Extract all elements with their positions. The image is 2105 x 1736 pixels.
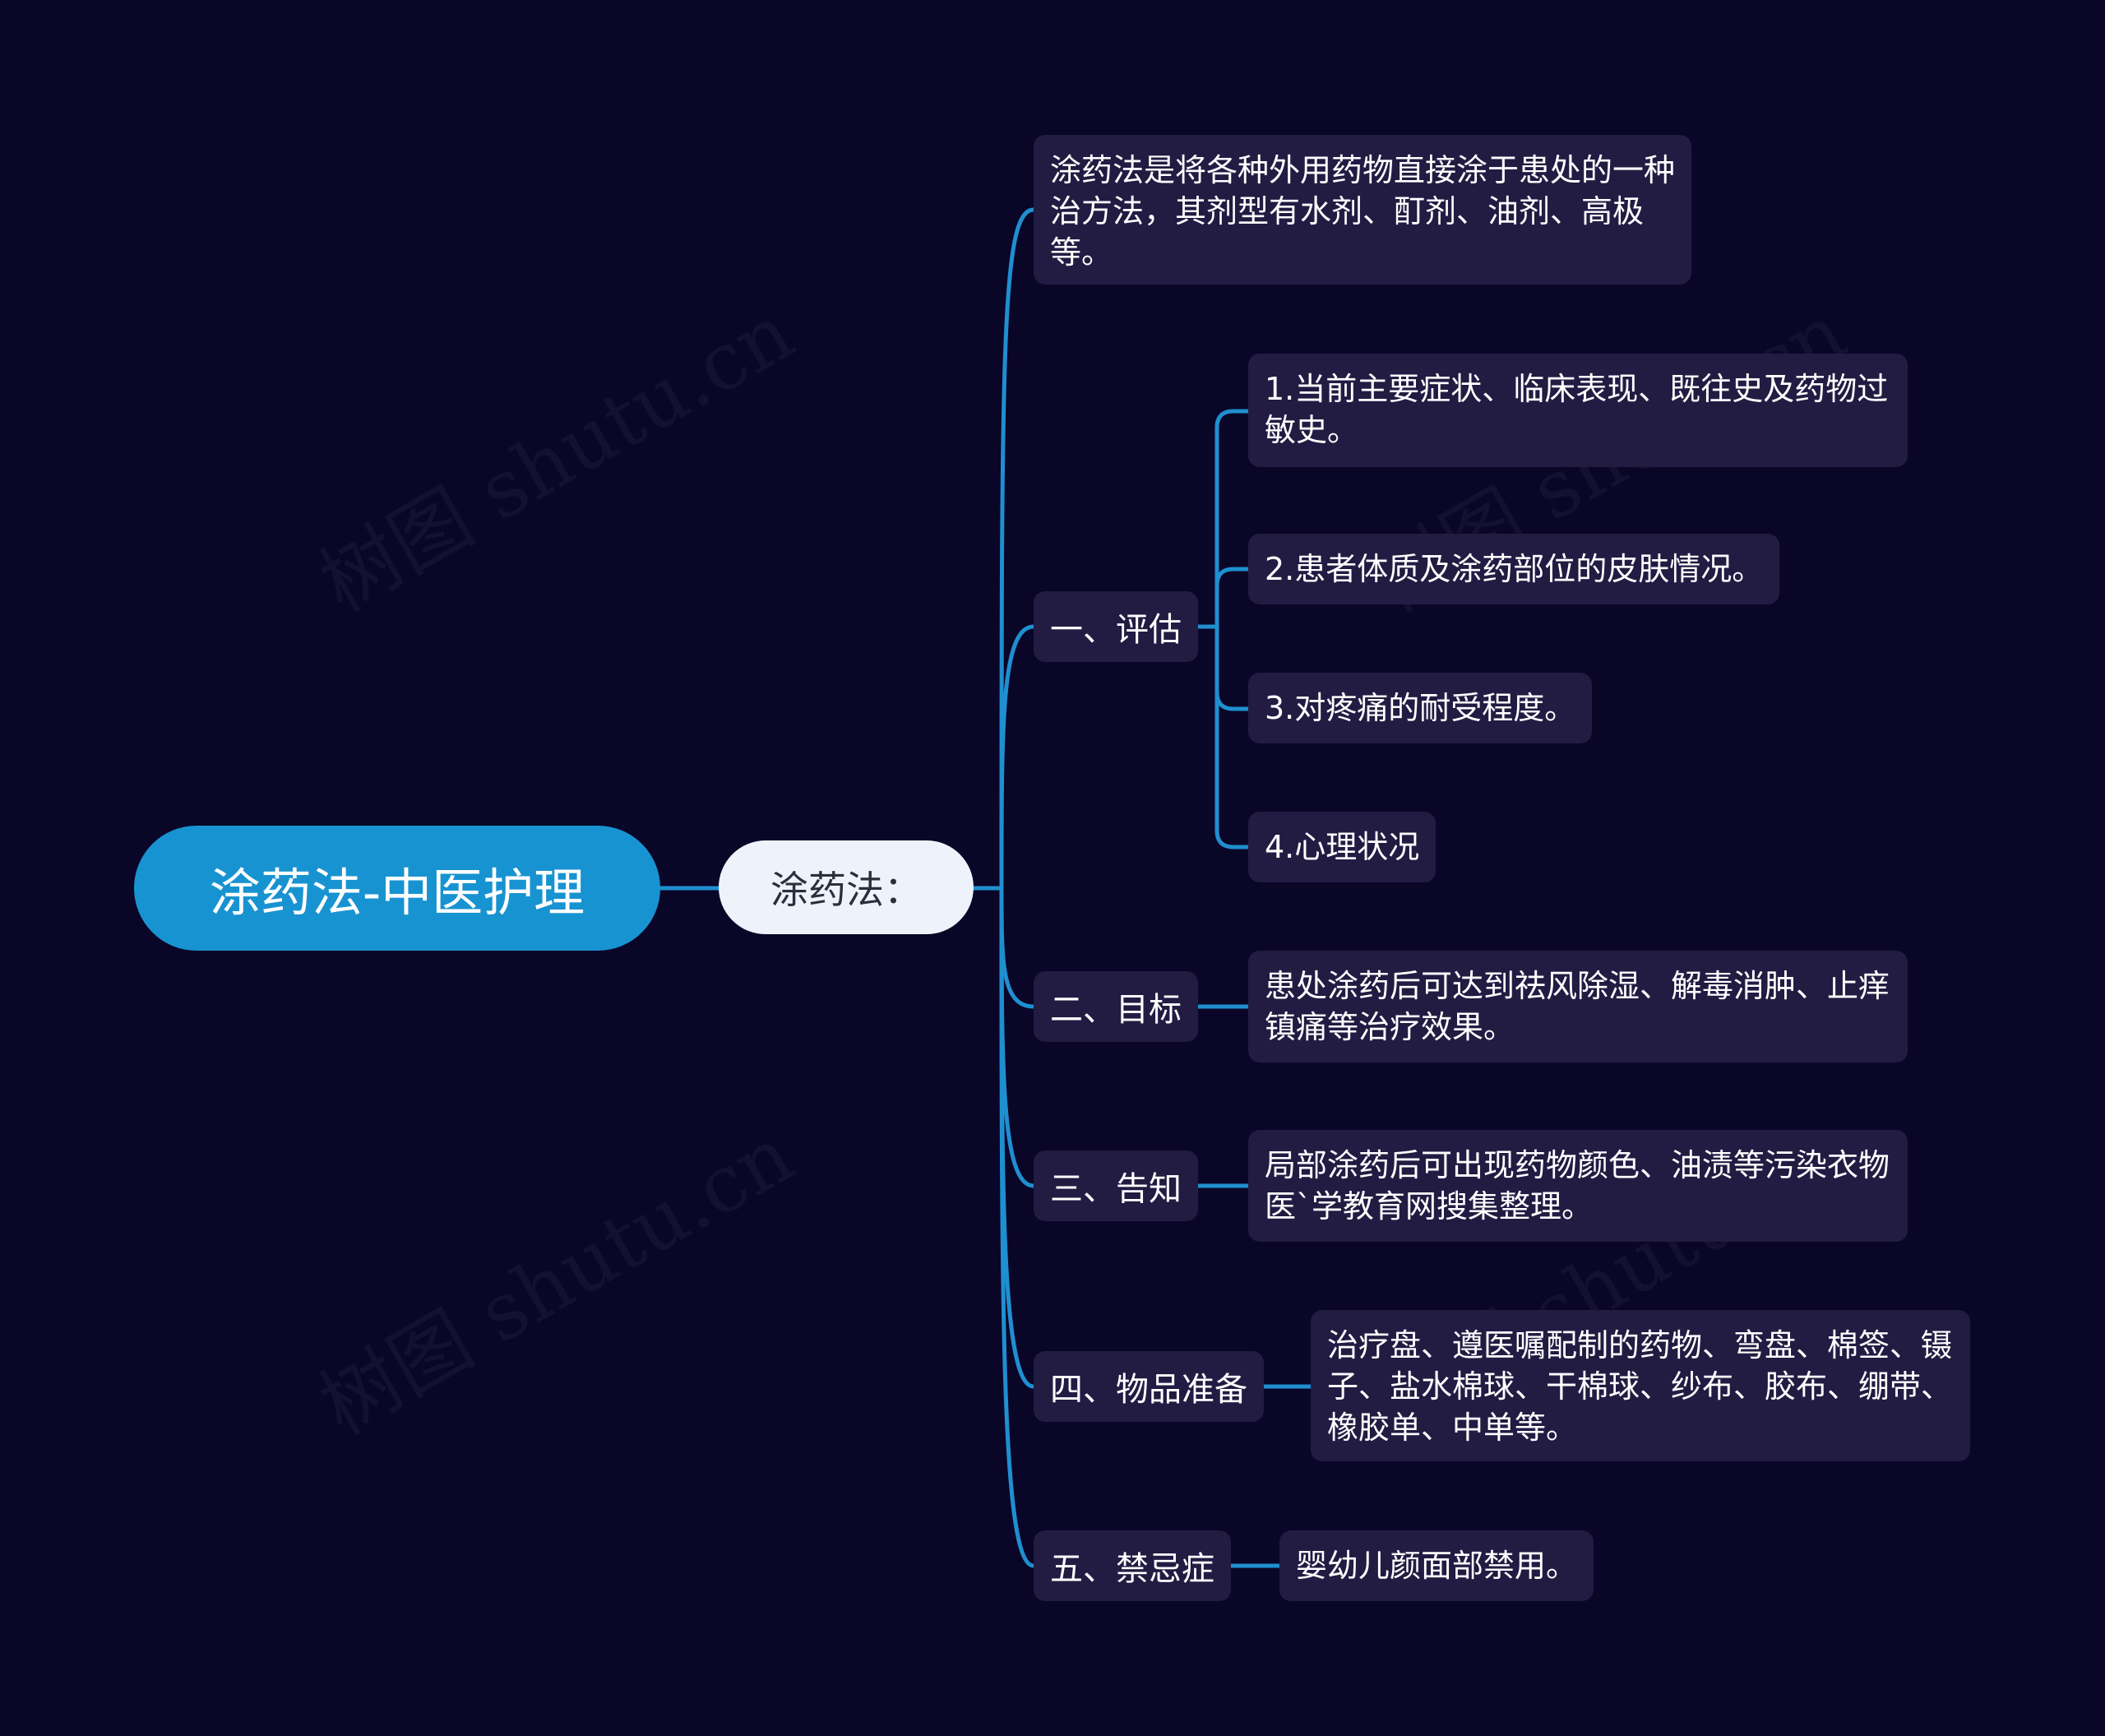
sub-label: 涂药法： <box>770 868 922 912</box>
root-node[interactable]: 涂药法-中医护理 <box>134 826 660 951</box>
leaf-node[interactable]: 患处涂药后可达到祛风除湿、解毒消肿、止痒镇痛等治疗效果。 <box>1248 951 1908 1062</box>
connector-cat1-child-2 <box>1214 567 1251 629</box>
leaf-node[interactable]: 婴幼儿颜面部禁用。 <box>1279 1530 1594 1601</box>
category-node-notice[interactable]: 三、告知 <box>1034 1150 1198 1221</box>
connector-cat-4 <box>999 886 1036 1389</box>
leaf-node[interactable]: 1.当前主要症状、临床表现、既往史及药物过敏史。 <box>1248 354 1908 467</box>
category-node-supplies[interactable]: 四、物品准备 <box>1034 1351 1264 1422</box>
leaf-node[interactable]: 4.心理状况 <box>1248 812 1436 882</box>
connector-cat-1 <box>999 624 1036 891</box>
leaf-node[interactable]: 3.对疼痛的耐受程度。 <box>1248 673 1593 743</box>
leaf-node[interactable]: 局部涂药后可出现药物颜色、油渍等污染衣物医`学教育网搜集整理。 <box>1248 1130 1908 1242</box>
category-node-contraindication[interactable]: 五、禁忌症 <box>1034 1530 1231 1601</box>
root-label: 涂药法-中医护理 <box>209 863 585 923</box>
leaf-node[interactable]: 治疗盘、遵医嘱配制的药物、弯盘、棉签、镊子、盐水棉球、干棉球、纱布、胶布、绷带、… <box>1311 1310 1970 1461</box>
category-node-assessment[interactable]: 一、评估 <box>1034 591 1198 662</box>
connector-intro <box>999 207 1036 891</box>
connector-cat-2 <box>999 886 1036 1009</box>
intro-node[interactable]: 涂药法是将各种外用药物直接涂于患处的一种治方法，其剂型有水剂、酊剂、油剂、高极等… <box>1034 135 1691 285</box>
connector-cat-3 <box>999 886 1036 1188</box>
category-node-goal[interactable]: 二、目标 <box>1034 971 1198 1042</box>
sub-node[interactable]: 涂药法： <box>719 840 974 934</box>
connector-cat1-child-1 <box>1214 409 1251 629</box>
connector-cat1-child-3 <box>1214 624 1251 711</box>
connector-cat1-child-4 <box>1214 624 1251 849</box>
connector-cat-5 <box>999 886 1036 1568</box>
leaf-node[interactable]: 2.患者体质及涂药部位的皮肤情况。 <box>1248 534 1780 604</box>
